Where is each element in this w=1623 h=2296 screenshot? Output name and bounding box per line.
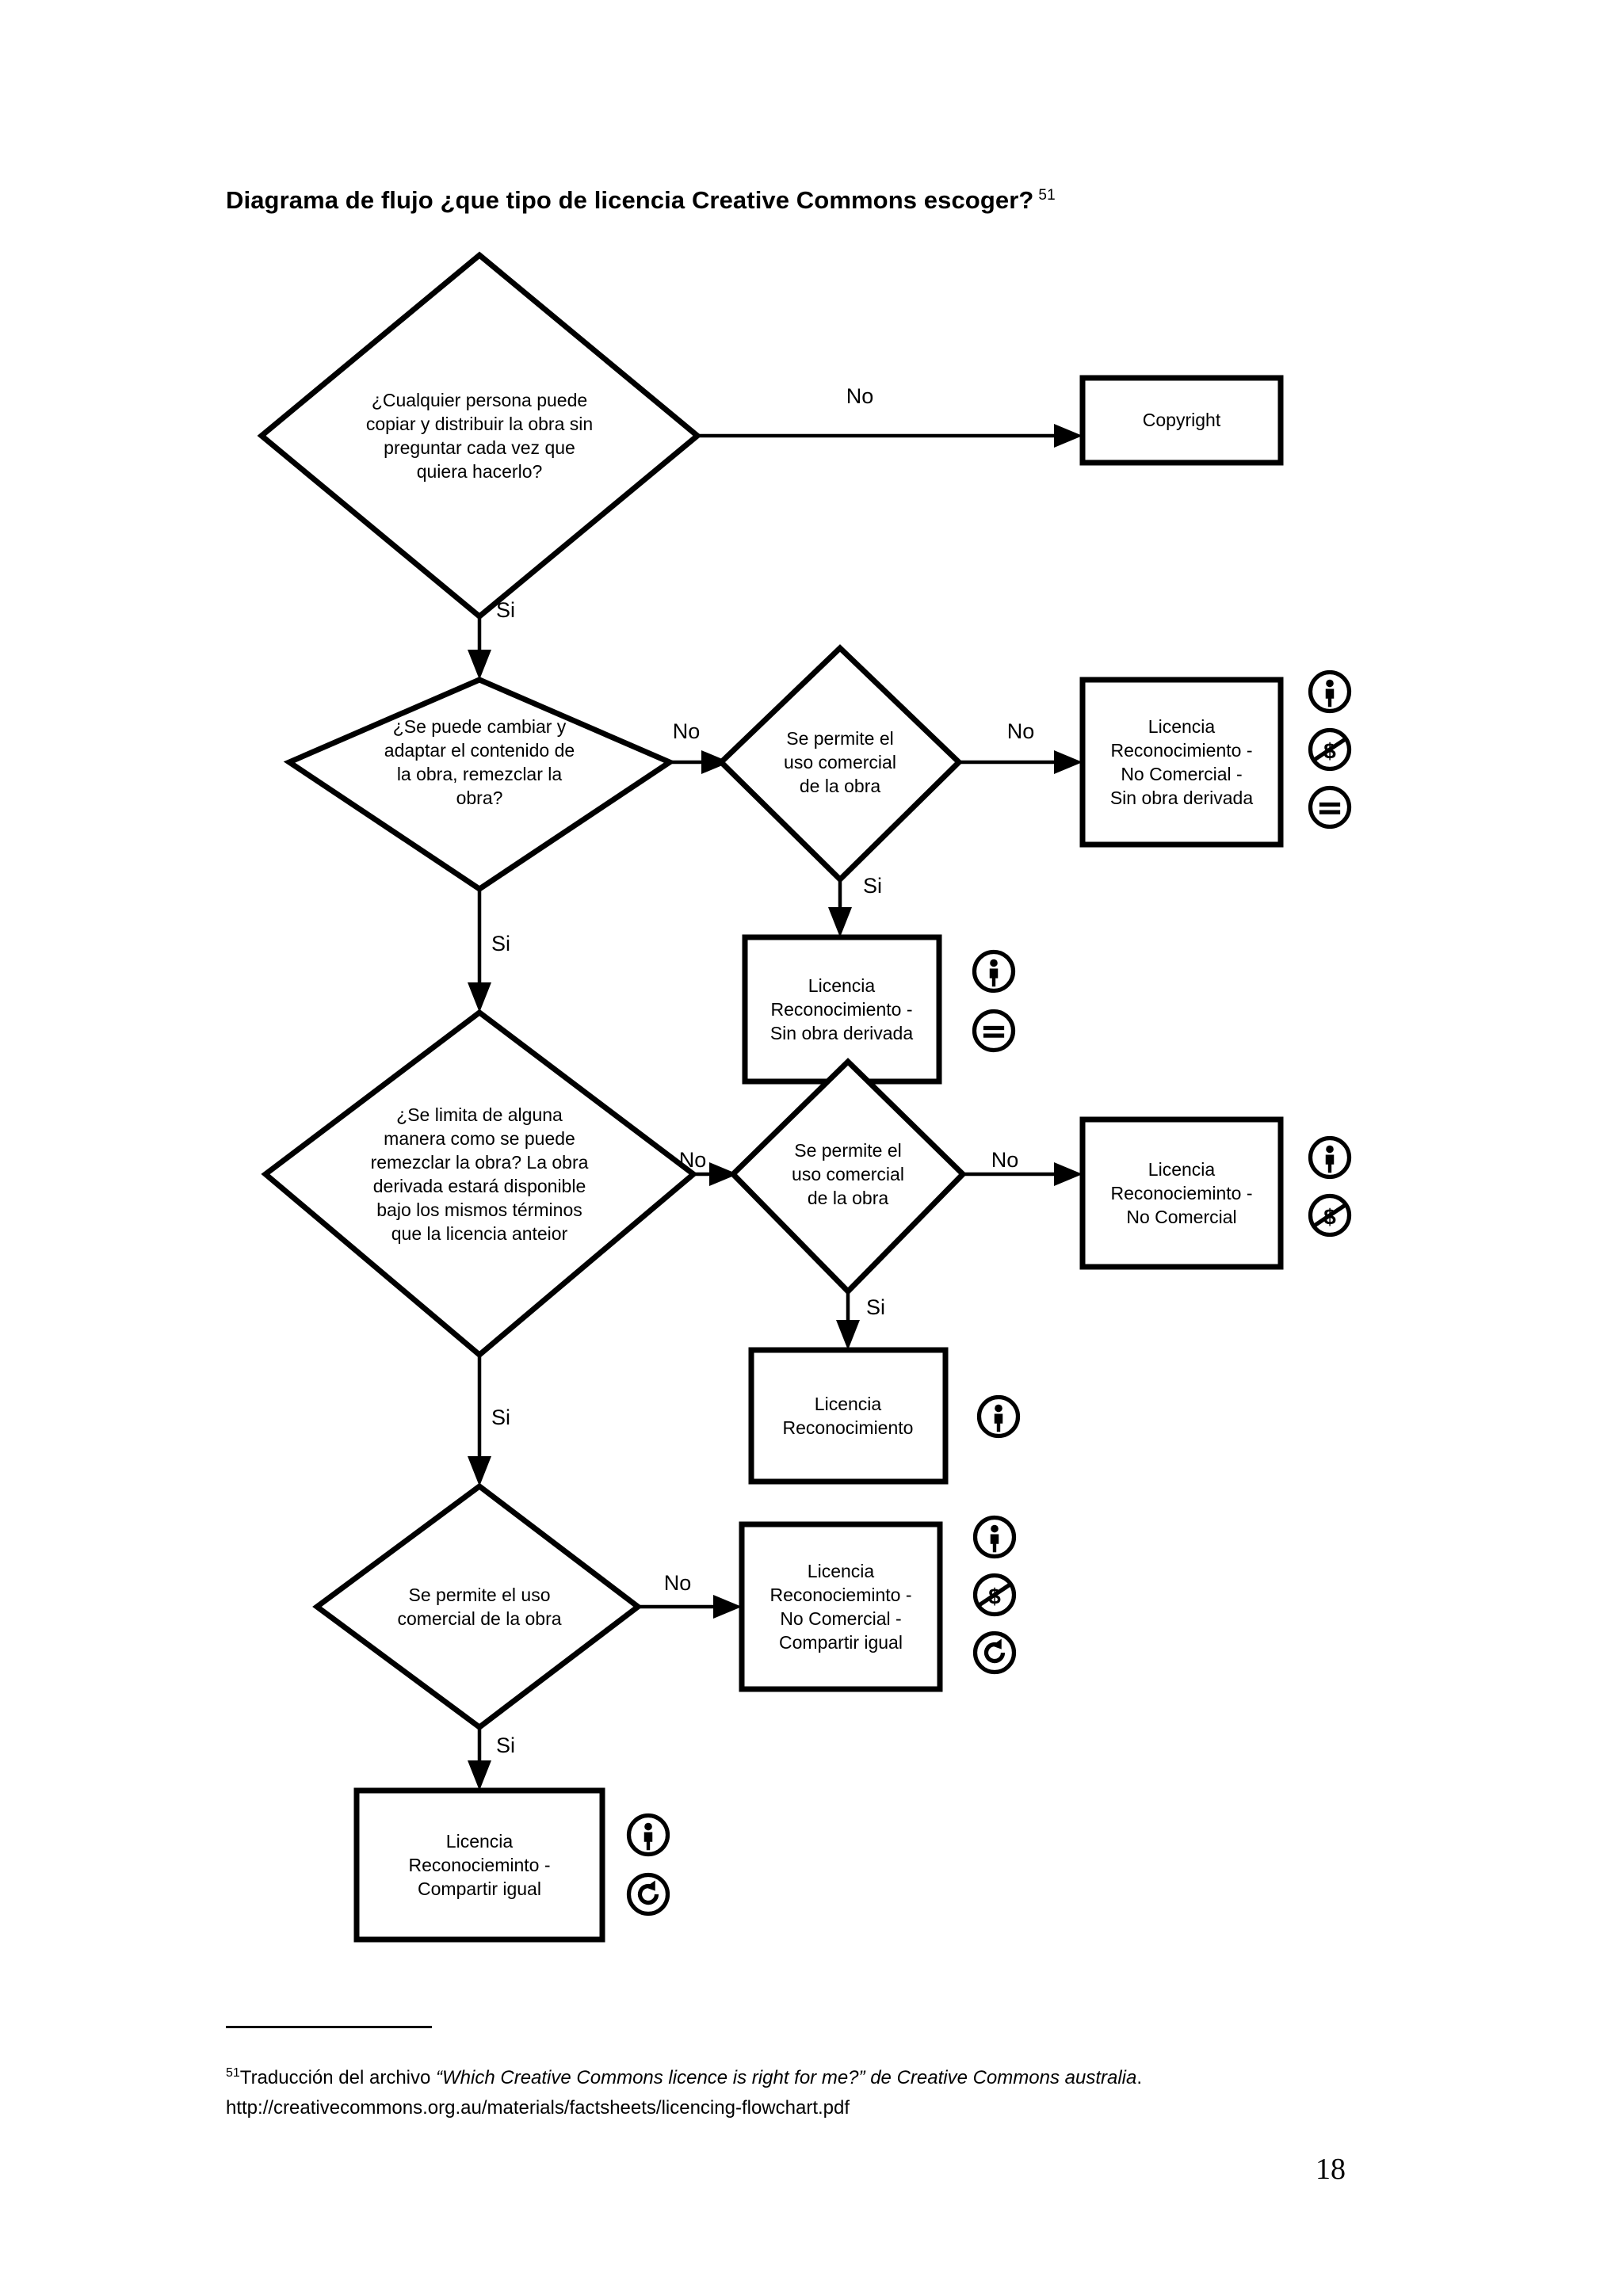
node-lic-by-nd-shape[interactable] xyxy=(742,934,942,1085)
cc-sa-icon xyxy=(972,1630,1017,1675)
edge-q3b-si-arrowhead xyxy=(836,1320,860,1350)
cc-nc-icon: $ xyxy=(972,1573,1017,1617)
node-lic-by-sa-shape[interactable] xyxy=(353,1787,605,1943)
footnote-separator xyxy=(226,2026,432,2028)
decision-q2b-shape[interactable] xyxy=(716,644,964,883)
node-copyright-shape[interactable] xyxy=(1079,375,1284,466)
title-footnote-marker: 51 xyxy=(1038,186,1056,204)
decision-q3-shape[interactable] xyxy=(261,1009,698,1359)
cc-nc-icon: $ xyxy=(1308,1193,1352,1238)
cc-nc-icon: $ xyxy=(1308,727,1352,772)
cc-by-icon xyxy=(976,1394,1021,1439)
cc-nd-icon xyxy=(1308,785,1352,830)
footnote-text-part3: . http://creativecommons.org.au/material… xyxy=(226,2067,1143,2119)
cc-sa-icon xyxy=(626,1872,670,1917)
footnote: 51Traducción del archivo “Which Creative… xyxy=(226,2058,1351,2123)
node-lic-by-shape[interactable] xyxy=(748,1347,949,1485)
edge-label-q1-no: No xyxy=(846,384,874,408)
edge-q1-si-arrowhead xyxy=(468,650,491,680)
edge-label-q2-si: Si xyxy=(491,932,511,955)
node-lic-by-nc-sa-shape[interactable] xyxy=(739,1521,943,1692)
decision-q4-shape[interactable] xyxy=(312,1482,643,1731)
edge-label-q3b-si: Si xyxy=(865,1295,886,1319)
decision-q1-shape[interactable] xyxy=(257,251,702,620)
edge-q2-no-arrowhead xyxy=(701,750,730,774)
footnote-quoted-title: “Which Creative Commons licence is right… xyxy=(436,2067,865,2088)
edge-label-q3-no: No xyxy=(678,1148,707,1172)
edge-q3-no-arrowhead xyxy=(709,1162,738,1186)
decision-q2-shape[interactable] xyxy=(283,677,676,893)
cc-nd-icon xyxy=(972,1009,1016,1053)
page-title: Diagrama de flujo ¿que tipo de licencia … xyxy=(226,186,1056,215)
edge-q2b-si-arrowhead xyxy=(828,907,852,937)
edge-label-q4-no: No xyxy=(663,1571,692,1595)
edge-label-q2-no: No xyxy=(672,719,701,743)
edge-label-q3-si: Si xyxy=(491,1405,511,1429)
page-number: 18 xyxy=(1316,2153,1346,2186)
edge-q4-no-arrowhead xyxy=(713,1595,742,1619)
edge-q3b-no-arrowhead xyxy=(1054,1162,1083,1186)
decision-q3b-shape[interactable] xyxy=(729,1058,967,1296)
edge-label-q2b-no: No xyxy=(1006,719,1035,743)
cc-by-icon xyxy=(972,1515,1017,1559)
footnote-text-part2: de Creative Commons xyxy=(865,2067,1065,2088)
node-lic-by-nc-nd-shape[interactable] xyxy=(1079,677,1284,848)
edge-label-q3b-no: No xyxy=(991,1148,1019,1172)
cc-by-icon xyxy=(1308,1135,1352,1180)
edge-q2b-no-arrowhead xyxy=(1054,750,1083,774)
node-lic-by-nc-shape[interactable] xyxy=(1079,1116,1284,1270)
edge-q1-no-arrowhead xyxy=(1054,424,1083,448)
footnote-italic-source: australia xyxy=(1064,2067,1137,2088)
page-title-text: Diagrama de flujo ¿que tipo de licencia … xyxy=(226,186,1034,214)
footnote-marker: 51 xyxy=(226,2066,240,2080)
cc-by-icon xyxy=(1308,669,1352,714)
cc-by-icon xyxy=(626,1813,670,1857)
edge-q4-si-arrowhead xyxy=(468,1760,491,1791)
footnote-text-part1: Traducción del archivo xyxy=(239,2067,437,2088)
edge-label-q1-si: Si xyxy=(495,598,516,622)
edge-q2-si-arrowhead xyxy=(468,982,491,1013)
edge-label-q2b-si: Si xyxy=(862,874,883,898)
edge-label-q4-si: Si xyxy=(495,1733,516,1757)
cc-by-icon xyxy=(972,949,1016,994)
edge-q3-si-arrowhead xyxy=(468,1456,491,1486)
